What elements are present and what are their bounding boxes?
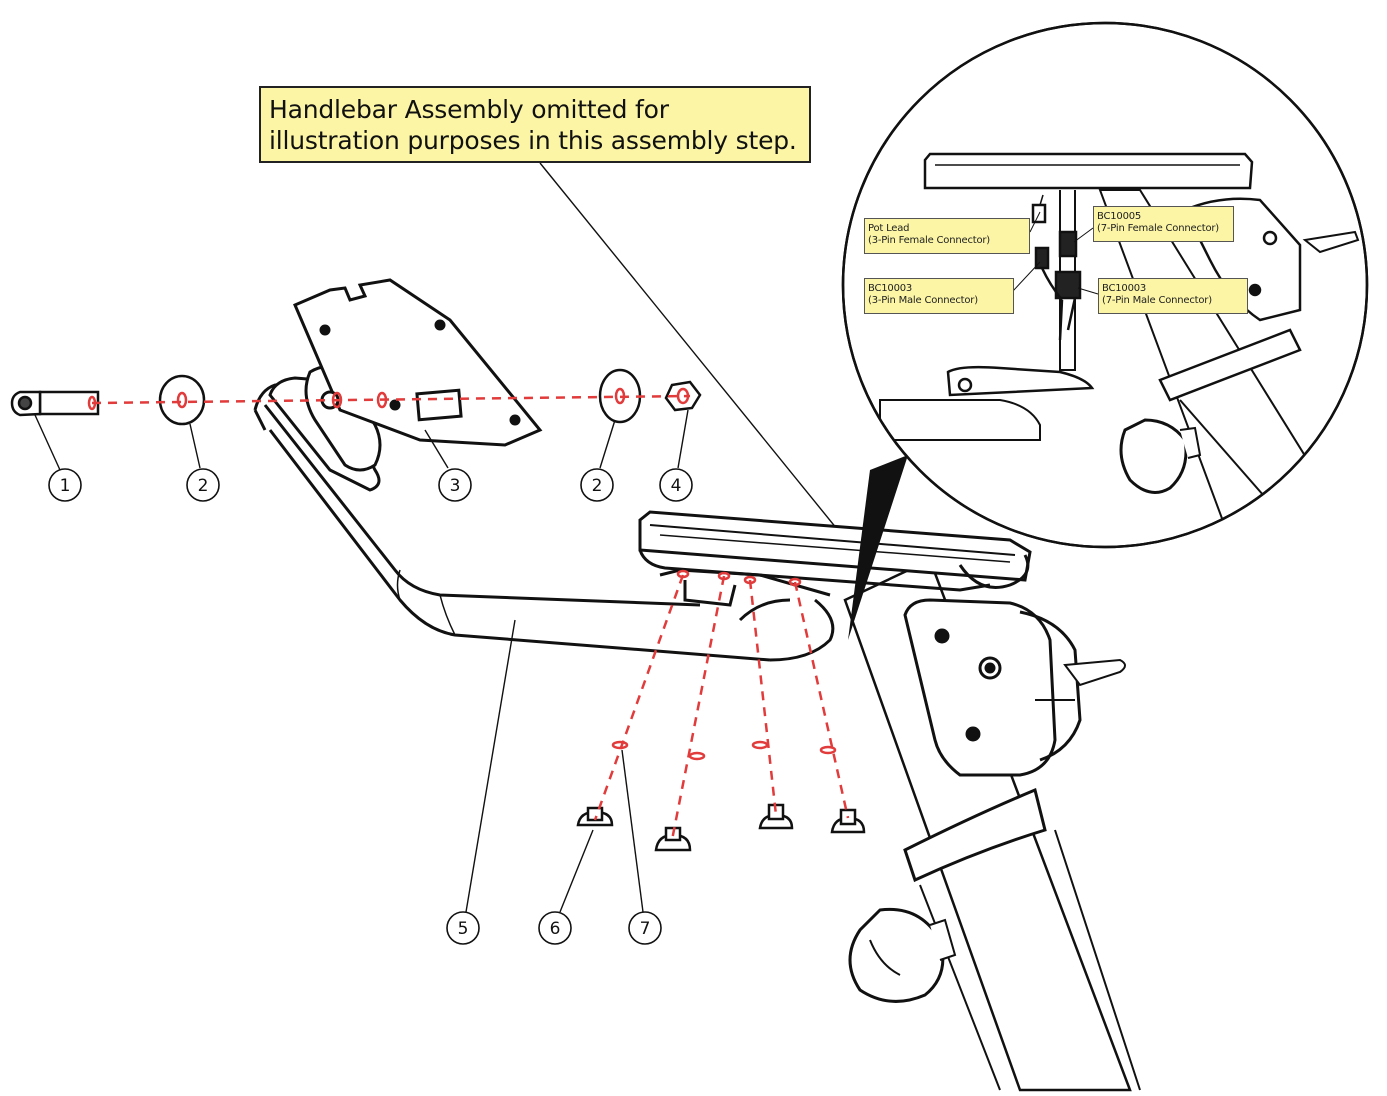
balloon-2-left: 2 (186, 468, 220, 502)
screws-part-6 (576, 803, 866, 852)
callout-subtitle: (3-Pin Male Connector) (868, 295, 978, 306)
svg-text:2: 2 (198, 476, 209, 496)
balloon-4: 4 (659, 468, 693, 502)
washer-part-2-left (158, 374, 206, 426)
balloon-2-right: 2 (580, 468, 614, 502)
balloon-3: 3 (438, 468, 472, 502)
callout-title: BC10003 (868, 283, 913, 294)
bent-tube-arm (253, 383, 835, 662)
detail-pointer (848, 455, 908, 640)
callout-subtitle: (7-Pin Female Connector) (1097, 223, 1219, 234)
hinge-bracket (903, 598, 1126, 777)
mount-plate-part-3 (268, 278, 543, 492)
seat-post-column (843, 558, 1141, 1092)
illustration-note: Handlebar Assembly omitted for illustrat… (259, 86, 811, 163)
callout-subtitle: (3-Pin Female Connector) (868, 235, 990, 246)
callout-title: BC10005 (1097, 211, 1142, 222)
nut-part-4 (664, 380, 702, 412)
washers-part-7 (611, 740, 837, 761)
hole-markers (87, 387, 802, 587)
svg-text:7: 7 (640, 919, 651, 939)
assembly-axis-lines (91, 394, 850, 841)
balloon-5: 5 (446, 911, 480, 945)
callout-title: BC10003 (1102, 283, 1147, 294)
note-line-2: illustration purposes in this assembly s… (269, 126, 797, 155)
balloon-leaders (34, 409, 689, 913)
svg-text:1: 1 (60, 476, 71, 496)
svg-text:2: 2 (592, 476, 603, 496)
svg-text:6: 6 (550, 919, 561, 939)
balloon-6: 6 (538, 911, 572, 945)
balloon-7: 7 (628, 911, 662, 945)
callout-bc10005: BC10005 (7-Pin Female Connector) (1093, 206, 1234, 242)
callout-bc10003-3pin: BC10003 (3-Pin Male Connector) (864, 278, 1014, 314)
balloon-1: 1 (48, 468, 82, 502)
bolt-part-1 (10, 390, 100, 417)
cross-rail (638, 510, 1032, 592)
callout-pot-lead: Pot Lead (3-Pin Female Connector) (864, 218, 1030, 254)
callout-title: Pot Lead (868, 223, 910, 234)
svg-text:4: 4 (671, 476, 682, 496)
callout-bc10003-7pin: BC10003 (7-Pin Male Connector) (1098, 278, 1248, 314)
svg-text:3: 3 (450, 476, 461, 496)
svg-text:5: 5 (458, 919, 469, 939)
note-leader-line (539, 162, 851, 546)
note-line-1: Handlebar Assembly omitted for (269, 95, 669, 124)
callout-subtitle: (7-Pin Male Connector) (1102, 295, 1212, 306)
